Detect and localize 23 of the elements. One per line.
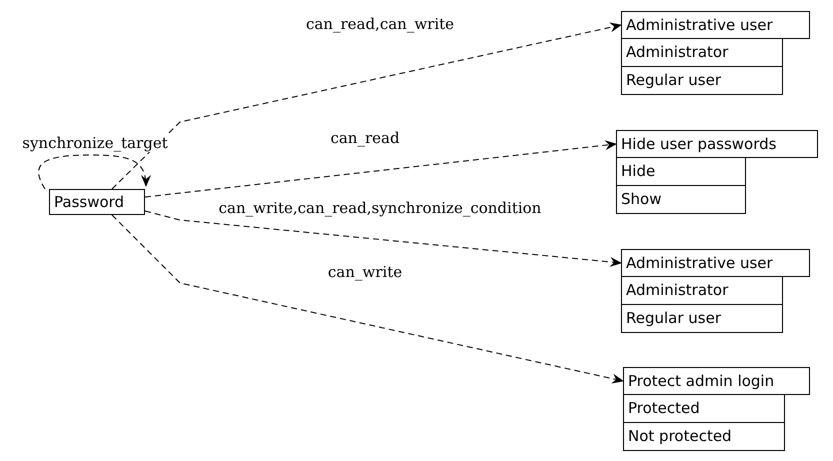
record-field: Regular user <box>621 66 783 95</box>
edge-label: can_read,can_write <box>304 15 456 33</box>
edge-label: can_write,can_read,synchronize_condition <box>216 199 544 217</box>
record-field: Protect admin login <box>623 367 810 395</box>
record-field: Regular user <box>621 304 783 333</box>
edge-label: synchronize_target <box>20 134 170 152</box>
record-field: Protected <box>623 394 785 423</box>
record-field: Hide <box>616 157 746 186</box>
record-field: Administrator <box>621 38 783 67</box>
dashed-arrow <box>38 154 150 190</box>
dashed-arrow <box>112 214 624 384</box>
dashed-arrow <box>112 22 622 190</box>
record-field: Hide user passwords <box>616 130 818 158</box>
record-field: Password <box>49 189 145 215</box>
record-field: Administrative user <box>621 249 810 277</box>
record-field: Not protected <box>623 422 785 451</box>
record-field: Show <box>616 185 746 214</box>
edge-label: can_write <box>326 263 404 281</box>
record-field: Administrative user <box>621 11 810 39</box>
dashed-arrow <box>144 210 622 267</box>
edge-label: can_read <box>328 129 402 147</box>
dashed-arrow <box>144 140 617 198</box>
record-field: Administrator <box>621 276 783 305</box>
